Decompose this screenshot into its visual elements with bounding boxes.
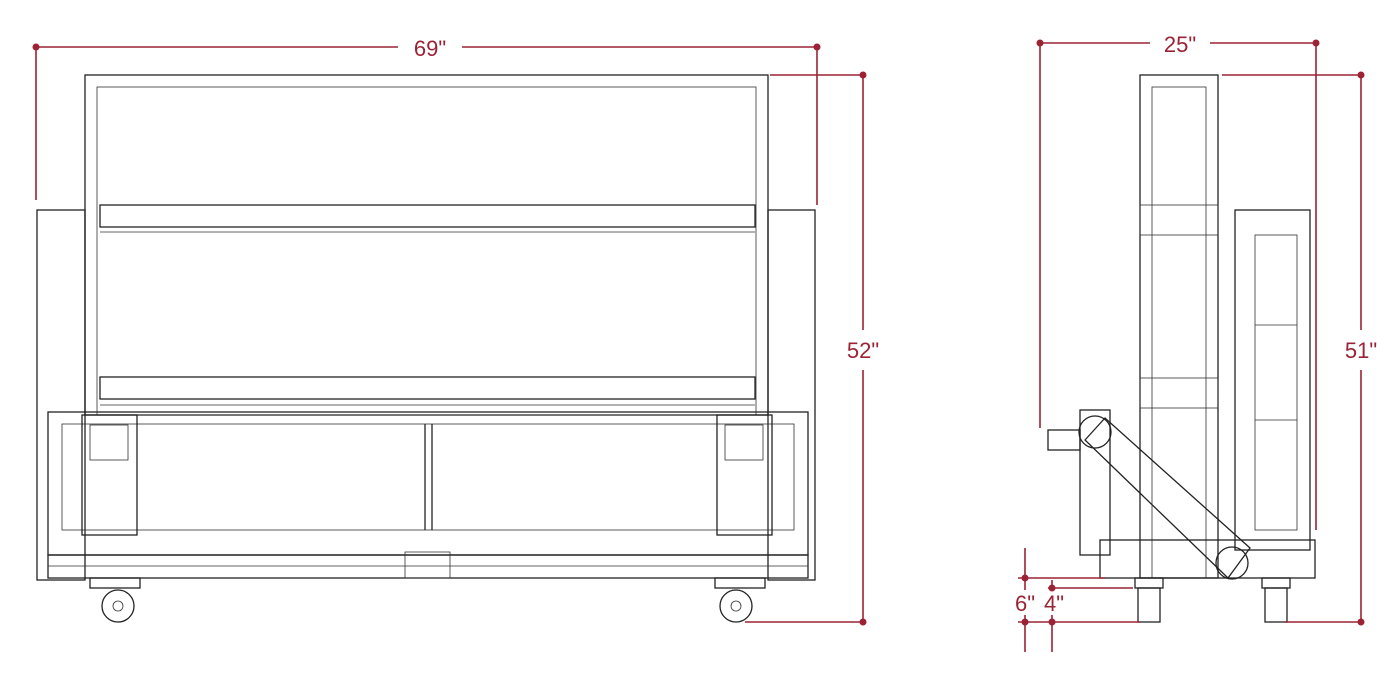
front-height-label: 52": [847, 338, 879, 363]
base-clearance-label: 6": [1015, 591, 1035, 616]
side-height-label: 51": [1345, 338, 1377, 363]
side-depth-label: 25": [1164, 32, 1196, 57]
dimension-lines: [32, 39, 1365, 652]
front-view: [36, 74, 816, 623]
front-width-label: 69": [414, 36, 446, 61]
side-view: [1047, 74, 1316, 623]
caster-clearance-label: 4": [1044, 591, 1064, 616]
